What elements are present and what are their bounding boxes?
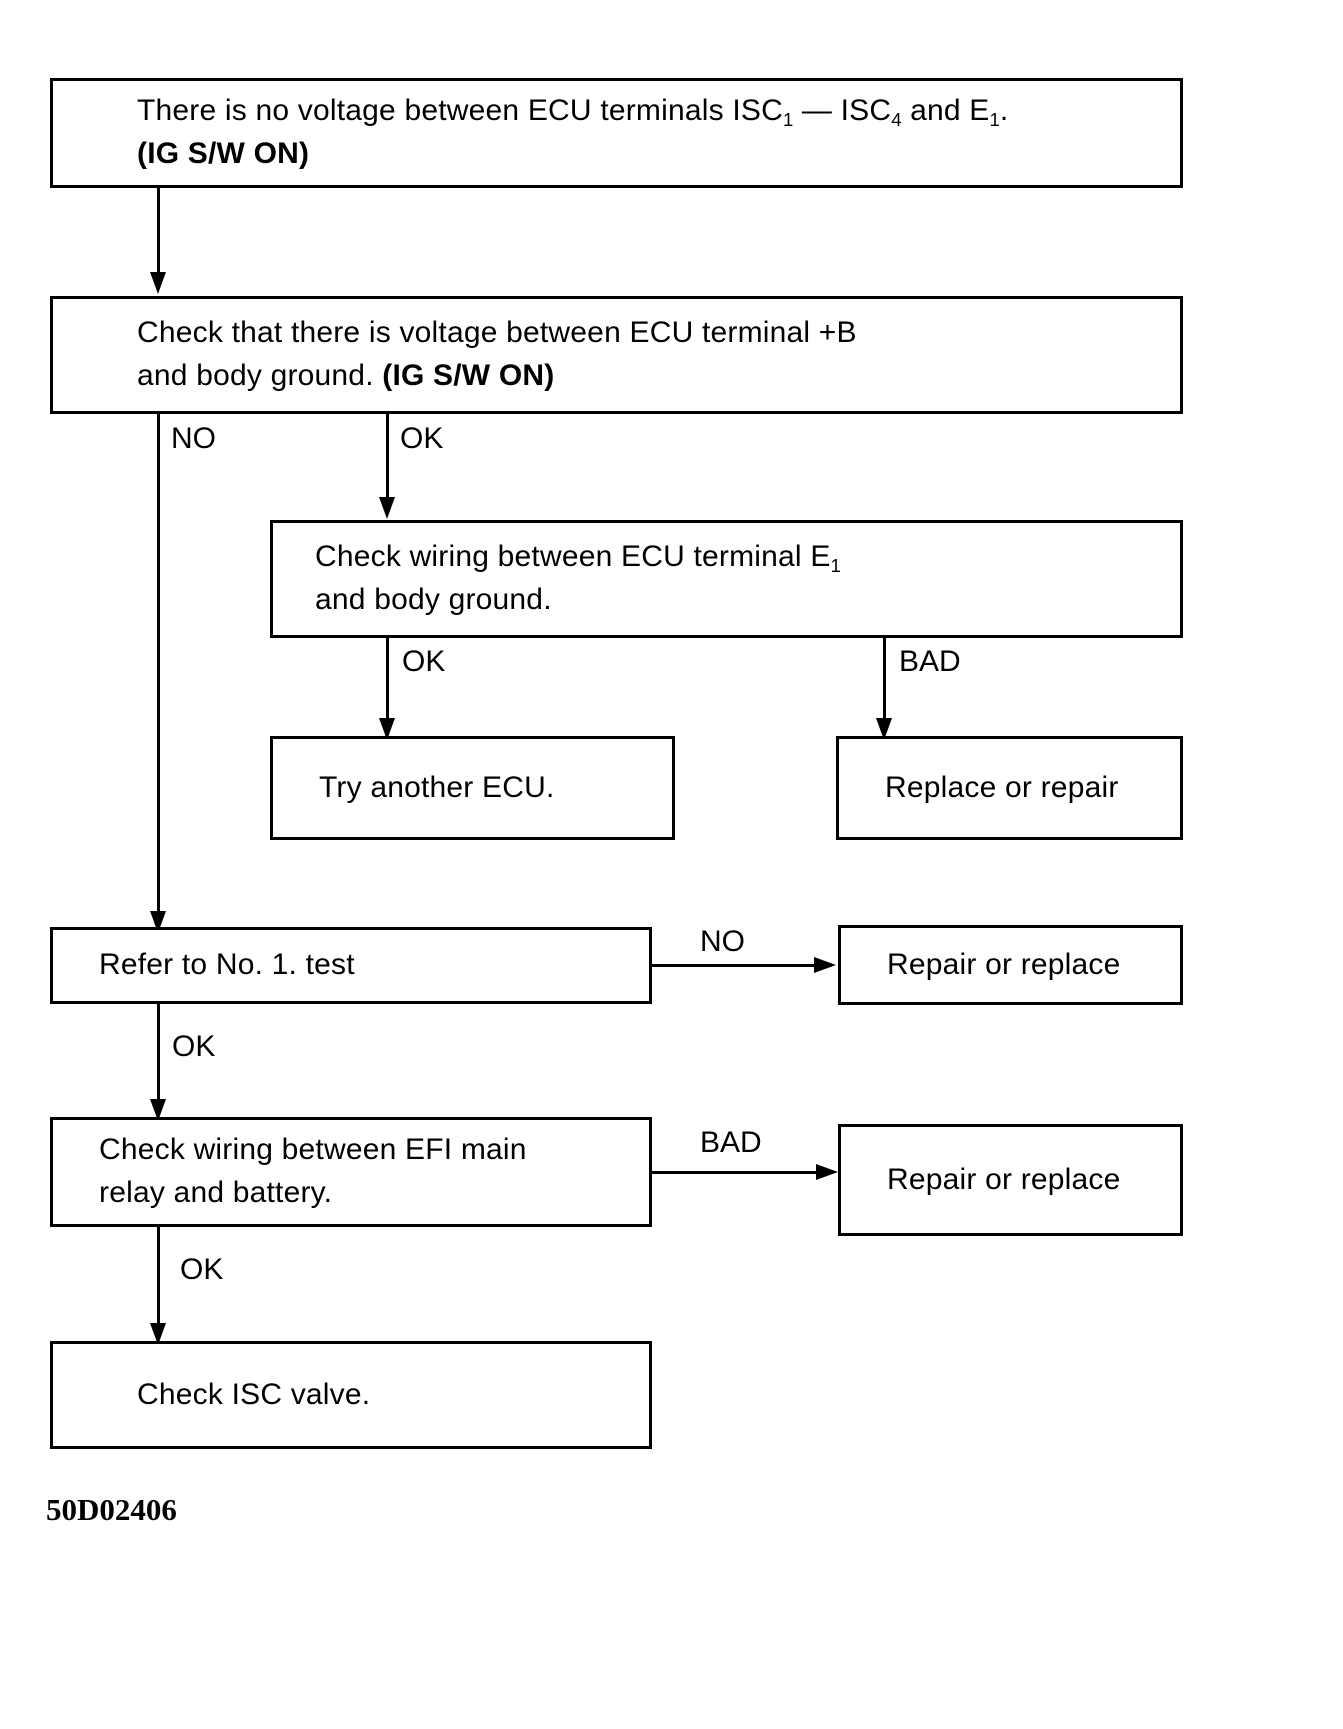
- node-repair-or-replace-2-text: Repair or replace: [887, 1162, 1121, 1196]
- arrowhead-symptom-to-checkplusb: [150, 272, 166, 294]
- edge-label-check-plus-b-ok: OK: [400, 422, 444, 455]
- arrowhead-e1bad-to-replace-or-repair: [876, 718, 892, 740]
- connector-check-efi-bad: [652, 1171, 820, 1174]
- node-check-isc-valve: Check ISC valve.: [50, 1341, 652, 1449]
- arrowhead-check-efi-bad: [816, 1164, 838, 1180]
- node-check-efi-relay: Check wiring between EFI main relay and …: [50, 1117, 652, 1227]
- node-repair-or-replace-1: Repair or replace: [838, 925, 1183, 1005]
- figure-caption: 50D02406: [46, 1492, 177, 1527]
- node-check-efi-relay-line1: Check wiring between EFI main: [99, 1133, 527, 1167]
- edge-label-refer-no1-ok: OK: [172, 1030, 216, 1063]
- edge-label-refer-no1-no: NO: [700, 925, 745, 958]
- arrowhead-refer-no1-no: [814, 957, 836, 973]
- arrowhead-efi-ok-to-check-isc: [150, 1323, 166, 1345]
- edge-label-check-plus-b-no: NO: [171, 422, 216, 455]
- arrowhead-refer-ok-to-check-efi: [150, 1099, 166, 1121]
- node-symptom-line2: (IG S/W ON): [137, 137, 310, 170]
- node-symptom-line1: There is no voltage between ECU terminal…: [137, 94, 1009, 130]
- node-refer-no1-test: Refer to No. 1. test: [50, 927, 652, 1004]
- node-check-isc-valve-text: Check ISC valve.: [137, 1377, 371, 1411]
- connector-e1ok-to-try-another-ecu: [386, 638, 389, 722]
- edge-label-check-e1-bad: BAD: [899, 645, 961, 678]
- node-try-another-ecu: Try another ECU.: [270, 736, 675, 840]
- arrowhead-e1ok-to-try-another-ecu: [379, 718, 395, 740]
- connector-symptom-to-checkplusb: [157, 188, 160, 276]
- node-try-another-ecu-text: Try another ECU.: [319, 770, 555, 804]
- node-repair-or-replace-1-text: Repair or replace: [887, 947, 1121, 981]
- node-check-plus-b: Check that there is voltage between ECU …: [50, 296, 1183, 414]
- node-replace-or-repair-text: Replace or repair: [885, 770, 1119, 804]
- node-refer-no1-test-text: Refer to No. 1. test: [99, 948, 355, 982]
- connector-e1bad-to-replace-or-repair: [883, 638, 886, 722]
- connector-refer-ok-to-check-efi: [157, 1004, 160, 1103]
- node-check-plus-b-line1: Check that there is voltage between ECU …: [137, 316, 857, 350]
- node-check-e1-wiring-line1: Check wiring between ECU terminal E1: [315, 540, 841, 576]
- node-replace-or-repair: Replace or repair: [836, 736, 1183, 840]
- node-check-efi-relay-line2: relay and battery.: [99, 1176, 333, 1209]
- edge-label-check-efi-ok: OK: [180, 1253, 224, 1286]
- edge-label-check-e1-ok: OK: [402, 645, 446, 678]
- connector-ok-to-check-e1: [386, 414, 389, 501]
- connector-refer-no1-no: [652, 964, 818, 967]
- connector-no-to-refer-no1: [157, 414, 160, 916]
- connector-efi-ok-to-check-isc: [157, 1227, 160, 1327]
- node-check-plus-b-line2: and body ground. (IG S/W ON): [137, 359, 555, 392]
- node-check-e1-wiring-line2: and body ground.: [315, 583, 552, 616]
- arrowhead-ok-to-check-e1: [379, 497, 395, 519]
- edge-label-check-efi-bad: BAD: [700, 1126, 762, 1159]
- node-check-e1-wiring: Check wiring between ECU terminal E1 and…: [270, 520, 1183, 638]
- node-symptom: There is no voltage between ECU terminal…: [50, 78, 1183, 188]
- node-repair-or-replace-2: Repair or replace: [838, 1124, 1183, 1236]
